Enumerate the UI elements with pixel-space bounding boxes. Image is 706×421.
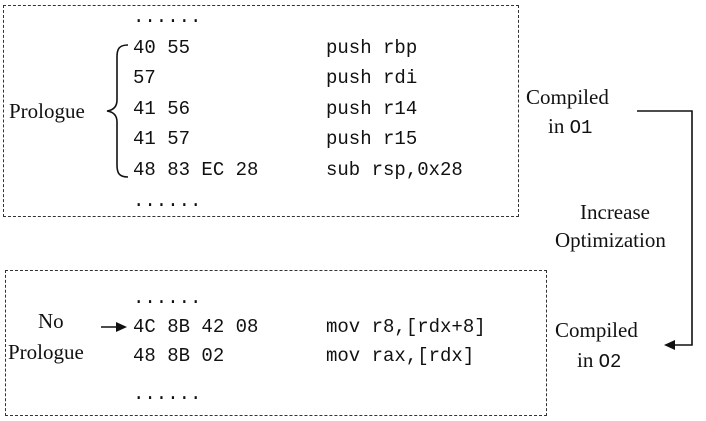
o1-ellipsis-top: ...... <box>133 6 202 28</box>
compiled-o1-in-text: in <box>548 114 570 138</box>
compiled-o1-line1: Compiled <box>526 85 609 109</box>
o2-row-1-bytes: 4C 8B 42 08 <box>133 316 259 338</box>
no-prologue-label-line2: Prologue <box>8 340 84 364</box>
compiled-o2-level: O2 <box>598 351 622 373</box>
no-prologue-label-line1: No <box>38 309 64 333</box>
o1-row-1-asm: push rbp <box>326 37 418 59</box>
prologue-label: Prologue <box>9 99 85 123</box>
o2-row-2-asm: mov rax,[rdx] <box>326 345 475 367</box>
o1-row-2-asm: push rdi <box>326 67 418 89</box>
prologue-brace <box>106 44 129 178</box>
o1-row-4-bytes: 41 57 <box>133 128 191 150</box>
o2-row-2-bytes: 48 8B 02 <box>133 345 225 367</box>
flow-arrowhead-icon <box>664 340 675 350</box>
compiled-o1-line2: in O1 <box>548 115 592 140</box>
compiled-o2-line1: Compiled <box>555 318 638 342</box>
o1-row-4-asm: push r15 <box>326 128 418 150</box>
increase-label-line2: Optimization <box>555 228 666 252</box>
o2-ellipsis-bottom: ...... <box>133 383 202 405</box>
compiled-o2-line2: in O2 <box>577 349 621 374</box>
o1-row-5-bytes: 48 83 EC 28 <box>133 159 259 181</box>
o1-row-5-asm: sub rsp,0x28 <box>326 159 463 181</box>
o1-row-3-bytes: 41 56 <box>133 98 191 120</box>
compiled-o2-in-text: in <box>577 348 599 372</box>
increase-label-line1: Increase <box>580 200 650 224</box>
optimization-flow-line <box>637 110 693 346</box>
o2-row-1-asm: mov r8,[rdx+8] <box>326 316 486 338</box>
compiled-o1-level: O1 <box>569 117 593 139</box>
o1-row-1-bytes: 40 55 <box>133 37 191 59</box>
no-prologue-arrowhead-icon <box>116 322 127 332</box>
o1-row-3-asm: push r14 <box>326 98 418 120</box>
o1-row-2-bytes: 57 <box>133 67 156 89</box>
o2-code-box <box>5 270 547 416</box>
o2-ellipsis-top: ...... <box>133 287 202 309</box>
o1-ellipsis-bottom: ...... <box>133 190 202 212</box>
o1-code-box <box>3 5 519 217</box>
